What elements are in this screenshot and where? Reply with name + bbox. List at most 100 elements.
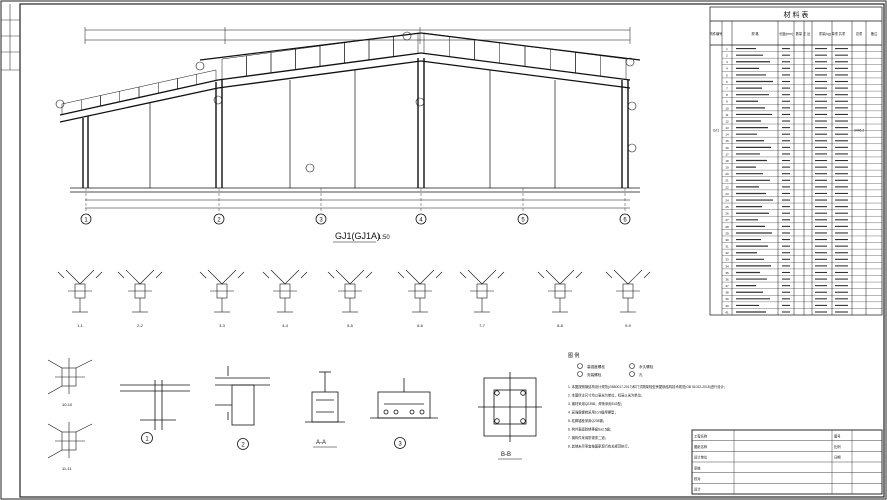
frame-scale: 1:50 bbox=[378, 235, 390, 241]
table-row-number: 29 bbox=[725, 231, 729, 235]
table-row-number: 26 bbox=[725, 212, 729, 216]
table-row-number: 40 bbox=[725, 304, 729, 308]
note-line-8: 8. 其他未尽事宜按国家现行有关规范执行。 bbox=[568, 444, 631, 449]
table-row-number: 25 bbox=[725, 205, 729, 209]
detail-10-10 bbox=[47, 358, 93, 395]
table-row-number: 2 bbox=[726, 54, 728, 58]
table-row-number: 1 bbox=[726, 47, 728, 51]
title-block-cell-0-2: 图号 bbox=[834, 433, 841, 438]
node-1-bubble bbox=[141, 432, 153, 444]
table-row-number: 10 bbox=[725, 106, 729, 110]
node-3-bubble bbox=[394, 437, 406, 449]
axis-bubble-2 bbox=[213, 213, 225, 225]
table-row-number: 16 bbox=[725, 146, 729, 150]
axis-label-3: 3 bbox=[319, 218, 323, 224]
table-row-number: 9 bbox=[726, 100, 728, 104]
title-block-cell-1-2: 比例 bbox=[834, 444, 841, 449]
section-detail-4 bbox=[262, 269, 308, 313]
roof-panel bbox=[246, 52, 272, 76]
table-row-number: 22 bbox=[725, 185, 729, 189]
section-label-9: 9-9 bbox=[625, 323, 632, 328]
section-label-1: 1-1 bbox=[77, 323, 84, 328]
node-2-detail bbox=[215, 366, 270, 426]
table-total-weight: 3446.2 bbox=[854, 128, 864, 132]
legend-title: 图 例 bbox=[568, 352, 579, 359]
table-row-number: 6 bbox=[726, 80, 728, 84]
table-row-number: 30 bbox=[725, 238, 729, 242]
node-2-bubble bbox=[237, 438, 249, 450]
legend-block: 图 例 高强度螺栓 永久螺栓 安装螺栓 孔 bbox=[568, 352, 654, 377]
section-label-6: 6-6 bbox=[417, 323, 424, 328]
table-header-7: 备注 bbox=[871, 31, 878, 36]
section-label-5: 5-5 bbox=[347, 323, 354, 328]
table-row-number: 41 bbox=[725, 310, 729, 314]
table-row-number: 33 bbox=[725, 258, 729, 262]
table-row-number: 24 bbox=[725, 198, 729, 202]
detail-label-A-A: A-A bbox=[316, 440, 326, 446]
table-row-number: 14 bbox=[725, 133, 729, 137]
left-rafter bbox=[59, 79, 219, 123]
axis-lines bbox=[85, 188, 626, 213]
axis-label-4: 4 bbox=[419, 218, 423, 224]
roof-panel bbox=[319, 42, 345, 66]
title-block-cell-4-0: 校对 bbox=[694, 476, 701, 481]
roof-panel bbox=[524, 45, 551, 70]
table-row-number: 17 bbox=[725, 152, 729, 156]
title-block-cell-2-0: 设计单位 bbox=[694, 455, 708, 460]
title-block-cell-3-0: 审核 bbox=[694, 465, 701, 470]
axis-bubble-4 bbox=[415, 213, 427, 225]
axis-bubble-3 bbox=[315, 213, 327, 225]
section-detail-7 bbox=[459, 269, 505, 313]
table-row-number: 28 bbox=[725, 225, 729, 229]
columns bbox=[82, 58, 629, 188]
table-row-number: 32 bbox=[725, 251, 729, 255]
title-block: 工程名称图号图纸名称比例设计单位日期审核校对设计 bbox=[691, 429, 883, 495]
roof-panel bbox=[221, 55, 247, 79]
section-detail-6 bbox=[397, 269, 443, 313]
material-table: 材 料 表构件编号规 格长度(mm)数量 正 反重量(kg) 单重 共重总重备注… bbox=[709, 6, 883, 316]
table-row-number: 12 bbox=[725, 119, 729, 123]
section-detail-8 bbox=[537, 269, 583, 313]
notes-block: 1. 本图按照钢结构设计规范(GB50017-2017)和门式刚架轻型房屋钢结构… bbox=[568, 384, 727, 449]
node-2-label: 2 bbox=[241, 443, 245, 449]
roof-panel bbox=[196, 69, 217, 85]
table-row-number: 18 bbox=[725, 159, 729, 163]
section-detail-1 bbox=[57, 269, 103, 313]
table-title: 材 料 表 bbox=[784, 10, 809, 19]
title-block-cell-2-2: 日期 bbox=[834, 455, 841, 460]
table-border bbox=[709, 6, 883, 316]
section-label-4: 4-4 bbox=[282, 323, 289, 328]
roof-panel bbox=[344, 39, 370, 63]
table-row-number: 21 bbox=[725, 179, 729, 183]
node-3-detail bbox=[370, 378, 438, 419]
frame-callouts bbox=[55, 31, 637, 173]
binding-strip bbox=[1, 4, 20, 71]
node-3-label: 3 bbox=[398, 442, 402, 448]
axis-label-2: 2 bbox=[217, 218, 221, 224]
axis-bubble-5 bbox=[517, 213, 529, 225]
main-rafters bbox=[199, 32, 641, 89]
note-line-2: 2. 本图所注尺寸均以毫米为单位，标高以米为单位； bbox=[568, 393, 644, 398]
drawing-frame bbox=[19, 3, 885, 498]
roof-panel bbox=[368, 35, 394, 60]
axis-bubble-6 bbox=[619, 213, 631, 225]
node-1-detail bbox=[120, 380, 190, 430]
roof-panel bbox=[550, 48, 576, 73]
table-row-number: 39 bbox=[725, 297, 729, 301]
table-header-4: 数量 正 反 bbox=[796, 31, 811, 36]
note-line-3: 3. 钢材采用Q235B，焊条采用E43型； bbox=[568, 401, 624, 406]
axis-label-6: 6 bbox=[623, 218, 627, 224]
table-row-number: 20 bbox=[725, 172, 729, 176]
table-row-number: 38 bbox=[725, 291, 729, 295]
note-line-6: 6. 构件表面除锈等级Sa2.5级； bbox=[568, 427, 613, 432]
table-header-3: 长度(mm) bbox=[779, 31, 793, 36]
axis-bubble-1 bbox=[80, 213, 92, 225]
title-block-cell-5-0: 设计 bbox=[694, 487, 701, 492]
section-label-2: 2-2 bbox=[137, 323, 144, 328]
section-detail-2 bbox=[117, 269, 163, 313]
table-header-5: 重量(kg) 单重 共重 bbox=[819, 31, 846, 36]
table-row-number: 36 bbox=[725, 277, 729, 281]
